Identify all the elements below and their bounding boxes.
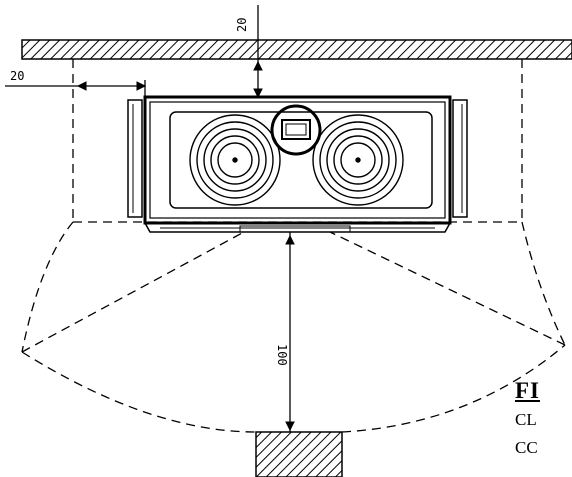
figure-caption-title: FI [515,378,540,403]
top-gap-dimension: 20 [235,5,263,99]
stove-handle-left [127,99,143,218]
side-gap-dimension: 20 [5,69,147,97]
stove-top-plate [143,95,452,225]
figure-caption-line-1: CL [515,410,537,429]
top-gap-label: 20 [235,18,249,32]
figure-caption-line-2: CC [515,438,538,457]
control-display-icon [270,104,322,156]
rear-wall [21,39,572,60]
front-gap-label: 100 [275,344,289,366]
hot-plate-left-icon [189,114,281,206]
front-gap-dimension: 100 [275,232,295,432]
clearance-envelope [21,59,566,433]
stove [127,95,468,233]
stove-handle-right [452,99,468,218]
hot-plate-right-icon [312,114,404,206]
front-wall [255,431,343,477]
side-gap-label: 20 [10,69,24,83]
